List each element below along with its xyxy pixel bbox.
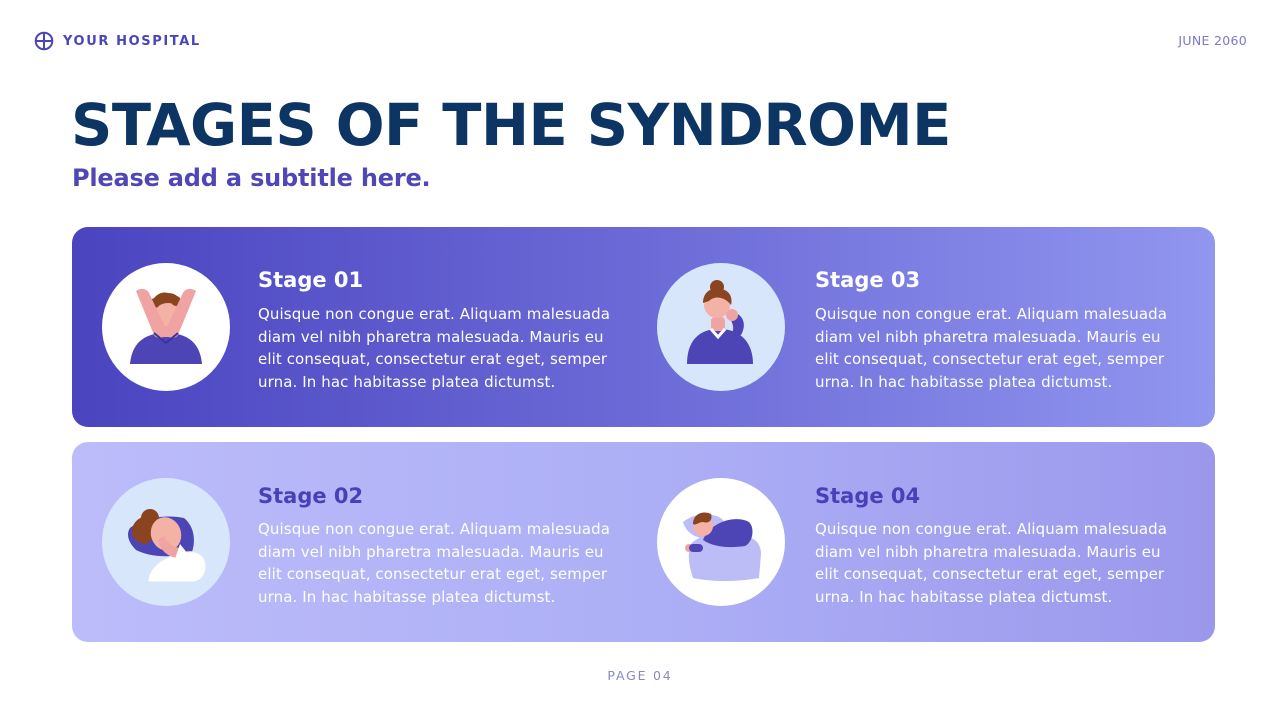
person-lying-on-pillow-icon xyxy=(128,509,207,583)
person-in-bed-icon xyxy=(683,512,761,581)
stage-04-title: Stage 04 xyxy=(815,484,921,508)
stage-02-text: Quisque non congue erat. Aliquam malesua… xyxy=(258,520,611,606)
stage-01-text: Quisque non congue erat. Aliquam malesua… xyxy=(258,305,611,391)
brand: YOUR HOSPITAL xyxy=(34,31,201,51)
stage-01-avatar xyxy=(102,263,230,391)
brand-name: YOUR HOSPITAL xyxy=(63,33,201,49)
page-title: STAGES OF THE SYNDROME xyxy=(71,91,951,159)
date-label: JUNE 2060 xyxy=(1178,33,1247,48)
stage-02-avatar xyxy=(102,478,230,606)
stages-panel-bottom xyxy=(72,442,1215,642)
page-number: PAGE 04 xyxy=(607,668,673,683)
stage-01-title: Stage 01 xyxy=(258,268,364,292)
plus-circle-logo-icon xyxy=(34,31,54,51)
stages-panel-top xyxy=(72,227,1215,427)
stage-02-title: Stage 02 xyxy=(258,484,364,508)
person-coughing-icon xyxy=(687,280,753,364)
stage-04-text: Quisque non congue erat. Aliquam malesua… xyxy=(815,520,1168,606)
stage-03-text: Quisque non congue erat. Aliquam malesua… xyxy=(815,305,1168,391)
stage-03-avatar xyxy=(657,263,785,391)
stage-04-avatar xyxy=(657,478,785,606)
page-subtitle: Please add a subtitle here. xyxy=(72,164,431,192)
person-throat-pain-icon xyxy=(130,288,202,364)
stage-03-title: Stage 03 xyxy=(815,268,921,292)
